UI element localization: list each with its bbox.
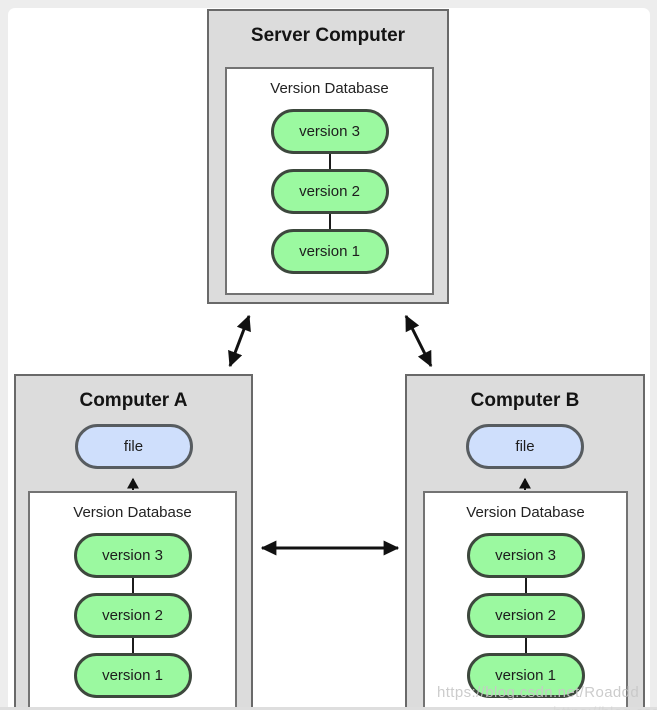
computer-b-title: Computer B [470, 390, 580, 411]
server-computer-title: Server Computer [250, 25, 406, 46]
version-3-pill: version 3 [270, 109, 389, 154]
file-pill-a: file [74, 424, 193, 469]
version-2-pill: version 2 [73, 593, 192, 638]
computer-b-version-database-box: Version Database version 3 version 2 ver… [423, 491, 628, 710]
computer-b-box: Computer B file Version Database version… [405, 374, 645, 710]
version-1-pill: version 1 [270, 229, 389, 274]
version-link-line [328, 214, 331, 229]
version-1-pill: version 1 [466, 653, 585, 698]
version-2-pill: version 2 [466, 593, 585, 638]
version-database-label: Version Database [73, 504, 192, 521]
computer-a-box: Computer A file Version Database version… [14, 374, 253, 710]
bottom-edge-strip [0, 707, 657, 710]
version-stack: version 3 version 2 version 1 [425, 533, 626, 698]
version-stack: version 3 version 2 version 1 [30, 533, 235, 698]
version-database-label: Version Database [270, 80, 389, 97]
server-computer-box: Server Computer Version Database version… [207, 9, 449, 304]
computer-a-version-database-box: Version Database version 3 version 2 ver… [28, 491, 237, 710]
version-link-line [524, 638, 527, 653]
csdn-watermark: https://blog.csdn.net/Roaddd [437, 684, 640, 701]
computer-a-title: Computer A [79, 390, 188, 411]
version-stack: version 3 version 2 version 1 [227, 109, 432, 274]
version-link-line [131, 638, 134, 653]
version-link-line [524, 578, 527, 593]
version-link-line [328, 154, 331, 169]
version-link-line [131, 578, 134, 593]
version-3-pill: version 3 [466, 533, 585, 578]
server-version-database-box: Version Database version 3 version 2 ver… [225, 67, 434, 295]
version-3-pill: version 3 [73, 533, 192, 578]
version-1-pill: version 1 [73, 653, 192, 698]
file-pill-b: file [466, 424, 584, 469]
version-2-pill: version 2 [270, 169, 389, 214]
version-database-label: Version Database [466, 504, 585, 521]
csdn-watermark-clipped: https://blog.csdn.net/Roaddd [553, 704, 657, 710]
